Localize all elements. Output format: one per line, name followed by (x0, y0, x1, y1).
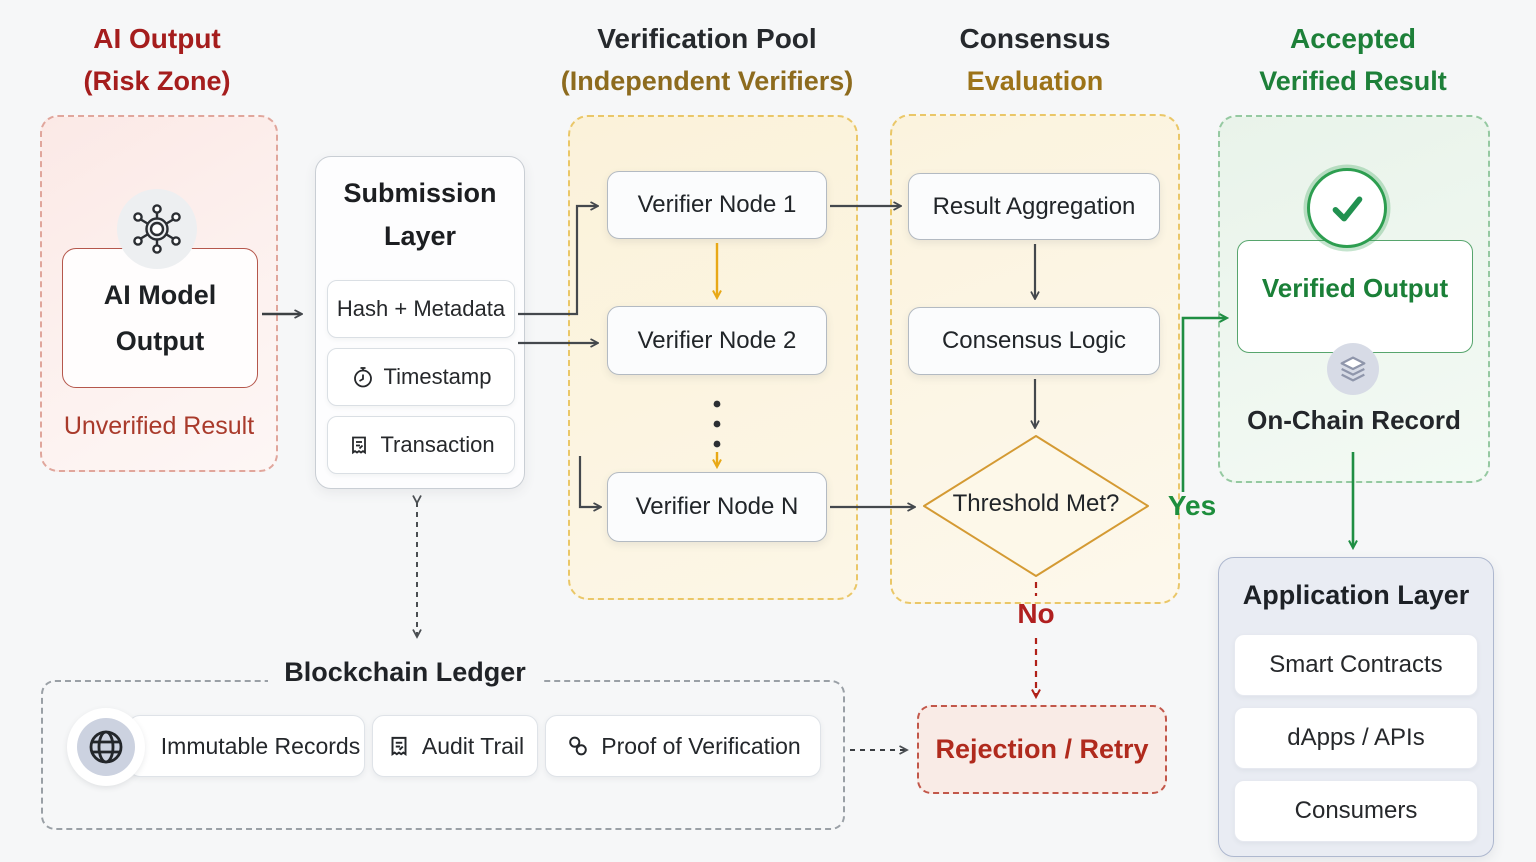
header-verification-pool-line2: (Independent Verifiers) (560, 66, 854, 96)
header-consensus-line1: Consensus (959, 23, 1111, 54)
no-label: No (1017, 598, 1055, 629)
immutable-records-label: Immutable Records (160, 732, 361, 759)
verified-output-label: Verified Output (1261, 273, 1449, 303)
result-aggregation-node: Result Aggregation (908, 173, 1160, 240)
application-item-smart-contracts: Smart Contracts (1234, 634, 1478, 696)
transaction-label: Transaction (380, 432, 495, 457)
application-layer-title: Application Layer (1242, 580, 1470, 610)
unverified-result-caption: Unverified Result (63, 412, 255, 440)
proof-of-verification-label: Proof of Verification (601, 732, 801, 759)
clock-icon (351, 365, 375, 389)
application-item-consumers: Consumers (1234, 780, 1478, 842)
header-accepted-line1: Accepted (1289, 23, 1417, 54)
submission-item-timestamp: Timestamp (327, 348, 515, 406)
application-item-dapps-apis: dApps / APIs (1234, 707, 1478, 769)
on-chain-record-label: On-Chain Record (1247, 405, 1461, 435)
header-accepted: Accepted Verified Result (1213, 18, 1493, 102)
submission-item-transaction: Transaction (327, 416, 515, 474)
ledger-item-proof-of-verification: Proof of Verification (545, 715, 821, 777)
threshold-met-label: Threshold Met? (952, 490, 1120, 517)
ai-model-output-node: AI Model Output (62, 248, 258, 388)
ledger-item-immutable-records: Immutable Records (128, 715, 365, 777)
chain-link-icon (565, 733, 591, 759)
layers-stack-icon (1327, 343, 1379, 395)
rejection-retry-label: Rejection / Retry (935, 734, 1149, 764)
audit-trail-label: Audit Trail (421, 732, 525, 759)
audit-receipt-icon (386, 733, 412, 759)
yes-label: Yes (1167, 490, 1217, 521)
header-ai-output-line1: AI Output (93, 23, 221, 54)
blockchain-ledger-title: Blockchain Ledger (268, 654, 542, 690)
header-ai-output: AI Output (Risk Zone) (37, 18, 277, 102)
check-circle-icon (1307, 168, 1387, 248)
globe-icon-ring (67, 708, 145, 786)
header-accepted-line2: Verified Result (1259, 66, 1447, 96)
ai-network-icon (117, 189, 197, 269)
header-ai-output-line2: (Risk Zone) (83, 66, 231, 96)
verified-output-node: Verified Output (1237, 240, 1473, 353)
header-consensus: Consensus Evaluation (885, 18, 1185, 102)
verifier-node-2: Verifier Node 2 (607, 306, 827, 375)
globe-icon (77, 718, 135, 776)
consensus-logic-node: Consensus Logic (908, 307, 1160, 375)
receipt-icon (347, 433, 371, 457)
ai-model-output-label: AI Model Output (103, 280, 217, 356)
verifier-node-n: Verifier Node N (607, 472, 827, 542)
verifier-node-1: Verifier Node 1 (607, 171, 827, 239)
submission-item-hash-metadata: Hash + Metadata (327, 280, 515, 338)
header-verification-pool: Verification Pool (Independent Verifiers… (547, 18, 867, 102)
header-consensus-line2: Evaluation (966, 66, 1104, 96)
submission-layer-title: Submission Layer (343, 178, 497, 251)
rejection-retry-node: Rejection / Retry (917, 705, 1167, 794)
ledger-item-audit-trail: Audit Trail (372, 715, 538, 777)
timestamp-label: Timestamp (383, 364, 492, 389)
header-verification-pool-line1: Verification Pool (597, 23, 817, 54)
hash-metadata-label: Hash + Metadata (336, 296, 506, 321)
